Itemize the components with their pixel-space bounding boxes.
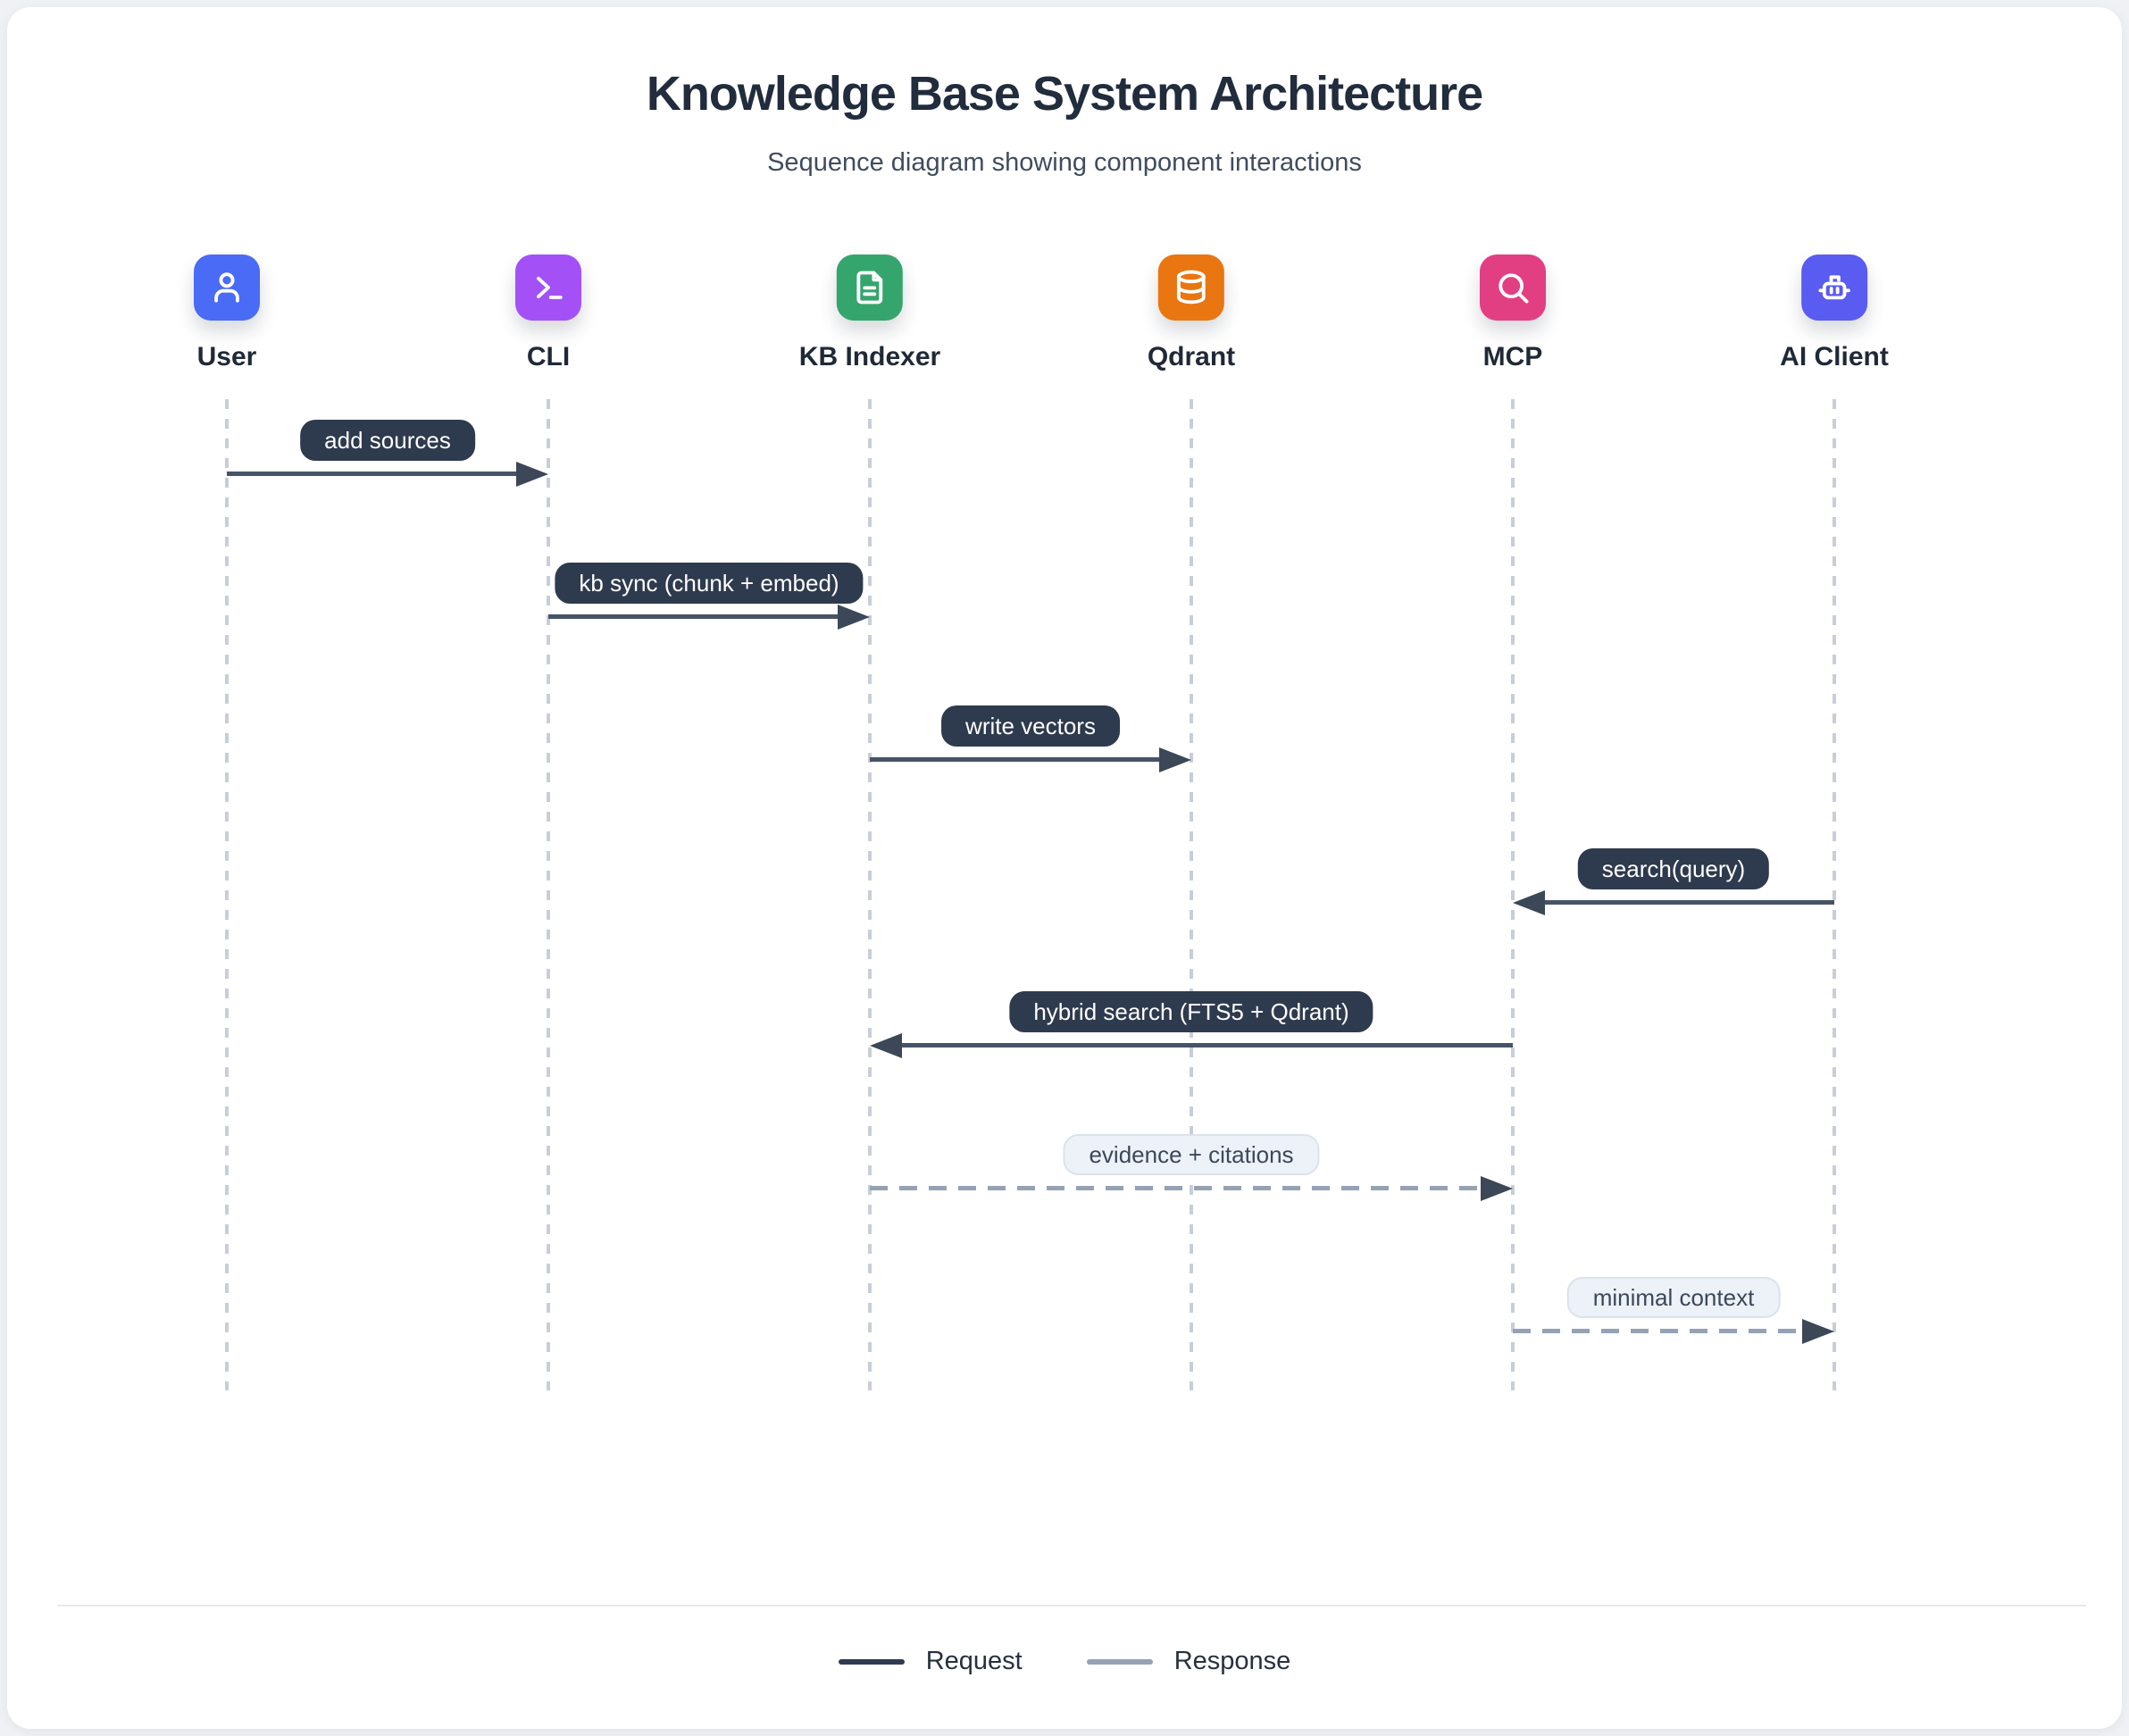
actor-kb-indexer: KB Indexer: [799, 255, 940, 372]
message-line: [897, 1043, 1513, 1047]
legend-item-response: Response: [1086, 1647, 1291, 1676]
arrowhead-icon: [1481, 1176, 1513, 1201]
actor-label: CLI: [526, 342, 571, 371]
message-line: [227, 472, 522, 476]
page-subtitle: Sequence diagram showing component inter…: [767, 148, 1362, 177]
lifeline-ai-client: [1833, 399, 1836, 1390]
legend-label: Response: [1173, 1647, 1291, 1675]
page-title: Knowledge Base System Architecture: [646, 67, 1483, 121]
database-icon: [1158, 255, 1224, 321]
arrowhead-icon: [1159, 747, 1191, 772]
message-label: add sources: [300, 420, 475, 461]
actor-ai-client: AI Client: [1780, 255, 1889, 372]
diagram-card: Knowledge Base System Architecture Seque…: [7, 7, 2122, 1729]
search-icon: [1480, 255, 1546, 321]
actor-qdrant: Qdrant: [1148, 255, 1235, 372]
legend-divider: [57, 1605, 2086, 1607]
message-line: [1540, 900, 1834, 905]
actor-label: User: [196, 342, 257, 371]
legend: Request Response: [7, 1647, 2122, 1676]
arrowhead-icon: [1802, 1319, 1834, 1344]
message-line: [870, 1186, 1486, 1190]
actor-label: MCP: [1482, 342, 1543, 371]
message-line: [1513, 1329, 1808, 1333]
message-line: [548, 614, 843, 619]
document-icon: [836, 255, 903, 321]
message-label: kb sync (chunk + embed): [555, 563, 864, 604]
user-icon: [194, 255, 260, 321]
arrowhead-icon: [1513, 890, 1545, 915]
actor-label: Qdrant: [1147, 342, 1236, 371]
actor-user: User: [194, 255, 260, 372]
message-label: write vectors: [941, 705, 1120, 747]
robot-icon: [1800, 255, 1867, 321]
actor-label: AI Client: [1780, 342, 1889, 371]
actor-mcp: MCP: [1480, 255, 1546, 372]
request-line-swatch: [838, 1658, 905, 1665]
lifeline-kb-indexer: [868, 399, 872, 1390]
response-line-swatch: [1086, 1658, 1153, 1665]
message-label: evidence + citations: [1063, 1134, 1320, 1175]
lifeline-qdrant: [1190, 399, 1193, 1390]
arrowhead-icon: [870, 1033, 902, 1058]
lifeline-cli: [547, 399, 550, 1390]
lifeline-user: [225, 399, 229, 1390]
message-label: search(query): [1577, 848, 1770, 889]
message-label: hybrid search (FTS5 + Qdrant): [1009, 991, 1373, 1032]
legend-item-request: Request: [838, 1647, 1023, 1676]
message-line: [870, 757, 1165, 762]
actor-label: KB Indexer: [798, 342, 941, 371]
actor-cli: CLI: [515, 255, 581, 372]
arrowhead-icon: [516, 462, 548, 487]
arrowhead-icon: [838, 605, 870, 630]
legend-label: Request: [925, 1647, 1023, 1675]
terminal-icon: [515, 255, 581, 321]
message-label: minimal context: [1566, 1277, 1781, 1318]
